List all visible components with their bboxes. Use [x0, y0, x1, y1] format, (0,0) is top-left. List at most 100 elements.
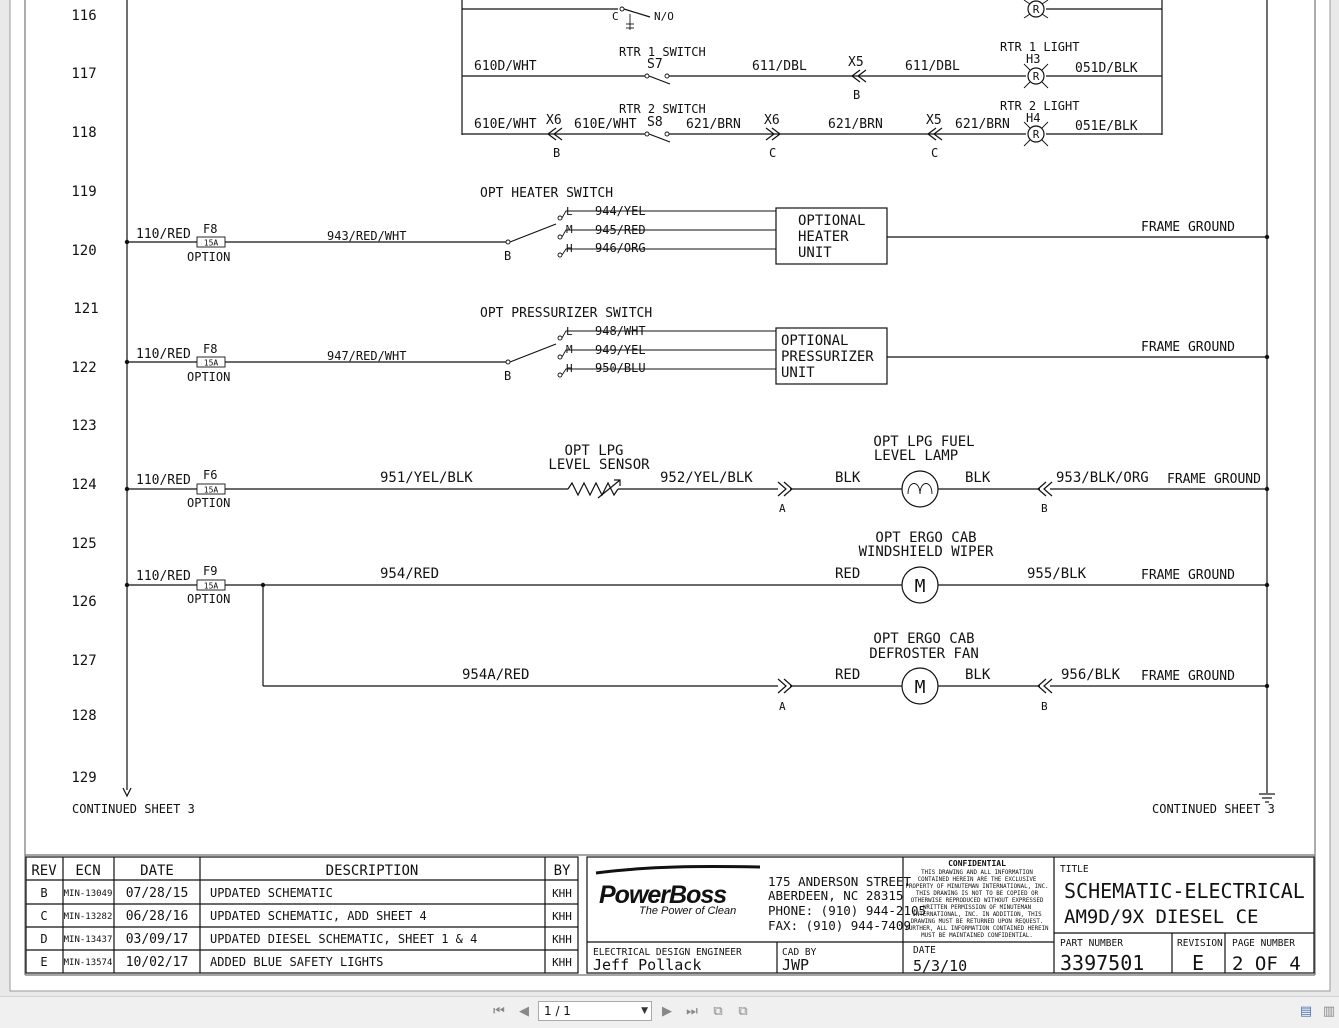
- lamp-id: H4: [1026, 111, 1040, 125]
- wire-label: 950/BLU: [595, 361, 646, 375]
- feed-wire: 110/RED: [136, 227, 191, 242]
- revision-label: REVISION: [1177, 938, 1223, 949]
- single-page-view-icon[interactable]: ▤: [1299, 1004, 1313, 1019]
- address-line: ABERDEEN, NC 28315: [768, 888, 903, 903]
- lamp-label: RTR 2 LIGHT: [1000, 99, 1079, 113]
- chevron-down-icon: ▼: [641, 1006, 648, 1016]
- connector-pin: B: [1041, 502, 1048, 515]
- two-page-view-icon[interactable]: ▥: [1322, 1004, 1336, 1019]
- heater-unit-box: [775, 207, 888, 265]
- continued-right: CONTINUED SHEET 3: [1152, 802, 1275, 816]
- connector-label: X5: [848, 55, 864, 70]
- switch-common: B: [504, 249, 511, 263]
- wire-label: 610E/WHT: [474, 117, 537, 132]
- drawing-title: SCHEMATIC-ELECTRICAL: [1064, 879, 1305, 903]
- switch-pos-h: H: [566, 362, 573, 375]
- wire-label: 051E/BLK: [1075, 119, 1138, 134]
- wire-label: BLK: [835, 470, 861, 486]
- confidential-line: DRAWING MUST BE RETURNED UPON REQUEST.: [911, 919, 1044, 925]
- ecn-cell: MIN-13049: [64, 889, 113, 899]
- switch-pos-m: M: [566, 223, 573, 236]
- switch-common: B: [504, 369, 511, 383]
- previous-page-icon[interactable]: ◀: [519, 1004, 529, 1019]
- feed-wire: 110/RED: [136, 347, 191, 362]
- fuse-id: F8: [203, 222, 217, 236]
- lamp-label: LEVEL LAMP: [874, 448, 958, 464]
- page-selector[interactable]: 1 / 1 ▼: [538, 1001, 652, 1021]
- wire-label: 955/BLK: [1027, 566, 1087, 582]
- fuse-option: OPTION: [187, 250, 230, 264]
- last-page-icon[interactable]: ⏭: [686, 1004, 698, 1019]
- connector-label: X6: [764, 113, 780, 128]
- frame-ground: FRAME GROUND: [1141, 340, 1235, 355]
- ecn-cell: MIN-13282: [64, 912, 113, 922]
- part-number-label: PART NUMBER: [1060, 938, 1123, 949]
- lamp-r-label: R: [1033, 70, 1040, 83]
- connector-pin: C: [769, 146, 776, 160]
- date-cell: 10/02/17: [126, 955, 189, 970]
- frame-ground: FRAME GROUND: [1141, 220, 1235, 235]
- first-page-icon[interactable]: ⏮: [493, 1004, 505, 1019]
- connector-icon: [547, 127, 563, 141]
- wire-label: RED: [835, 566, 860, 582]
- confidential-line: MUST BE MAINTAINED CONFIDENTIAL.: [921, 933, 1033, 939]
- description-cell: UPDATED SCHEMATIC, ADD SHEET 4: [210, 909, 427, 923]
- wire-label: 621/BRN: [828, 117, 883, 132]
- row-number: 123: [71, 418, 96, 434]
- row-number: 125: [71, 536, 96, 552]
- unit-label: OPTIONAL: [781, 333, 848, 349]
- fuse-rating: 15A: [204, 359, 219, 368]
- description-cell: ADDED BLUE SAFETY LIGHTS: [210, 955, 383, 969]
- switch-label: RTR 2 SWITCH: [619, 102, 706, 116]
- frame-ground: FRAME GROUND: [1167, 472, 1261, 487]
- confidential-line: CONTAINED HEREIN ARE THE EXCLUSIVE: [918, 877, 1037, 883]
- connector-label: X5: [926, 113, 942, 128]
- switch-pos-l: L: [566, 205, 573, 218]
- switch-title: OPT PRESSURIZER SWITCH: [480, 306, 652, 321]
- wire-label: 945/RED: [595, 223, 646, 237]
- confidential-line: THIS DRAWING AND ALL INFORMATION: [921, 870, 1033, 876]
- description-cell: UPDATED DIESEL SCHEMATIC, SHEET 1 & 4: [210, 932, 477, 946]
- fuse-rating: 15A: [204, 582, 219, 591]
- row-number: 118: [71, 125, 96, 141]
- row-number: 117: [71, 66, 96, 82]
- motor-label: OPT ERGO CAB: [875, 530, 976, 546]
- confidential-line: INTERNATIONAL, INC. IN ADDITION, THIS: [912, 912, 1042, 918]
- unit-label: PRESSURIZER: [781, 349, 874, 365]
- wire-label: RED: [835, 667, 860, 683]
- date-cell: 06/28/16: [126, 909, 189, 924]
- connector-pin: A: [779, 700, 786, 713]
- next-page-icon[interactable]: ▶: [662, 1004, 672, 1019]
- engineer-name: Jeff Pollack: [593, 956, 701, 974]
- copy-page-icon[interactable]: ⧉: [713, 1004, 723, 1019]
- wire-label: 943/RED/WHT: [327, 229, 406, 243]
- page-number: 2 OF 4: [1232, 953, 1301, 975]
- export-page-icon[interactable]: ⧉: [738, 1004, 748, 1019]
- wire-label: BLK: [965, 667, 991, 683]
- lamp-icon: R: [1023, 121, 1049, 147]
- confidential-line: OTHERWISE REPRODUCED WITHOUT EXPRESSED: [911, 898, 1044, 904]
- fuse-option: OPTION: [187, 592, 230, 606]
- connector-icon: [851, 69, 867, 83]
- wire-label: 051D/BLK: [1075, 61, 1138, 76]
- connector-pin: A: [779, 502, 786, 515]
- connector-pin: B: [1041, 700, 1048, 713]
- motor-letter: M: [915, 677, 926, 698]
- lamp-label: RTR 1 LIGHT: [1000, 40, 1079, 54]
- rev-cell: D: [40, 932, 47, 946]
- fuse-option: OPTION: [187, 496, 230, 510]
- rail-arrow-icon: [122, 787, 132, 798]
- wire-label: 954/RED: [380, 566, 439, 582]
- wire-label: 947/RED/WHT: [327, 349, 406, 363]
- lamp-id: H3: [1026, 52, 1040, 66]
- table-row: E MIN-13574 10/02/17 ADDED BLUE SAFETY L…: [40, 955, 572, 970]
- ecn-cell: MIN-13437: [64, 935, 113, 945]
- page-number-label: PAGE NUMBER: [1232, 938, 1295, 949]
- switch-label: RTR 1 SWITCH: [619, 45, 706, 59]
- date-cell: 07/28/15: [126, 886, 189, 901]
- connector-pin: C: [931, 146, 938, 160]
- continued-left: CONTINUED SHEET 3: [72, 802, 195, 816]
- unit-label: OPTIONAL: [798, 213, 865, 229]
- connector-icon: [1037, 678, 1053, 694]
- date-value: 5/3/10: [913, 957, 967, 975]
